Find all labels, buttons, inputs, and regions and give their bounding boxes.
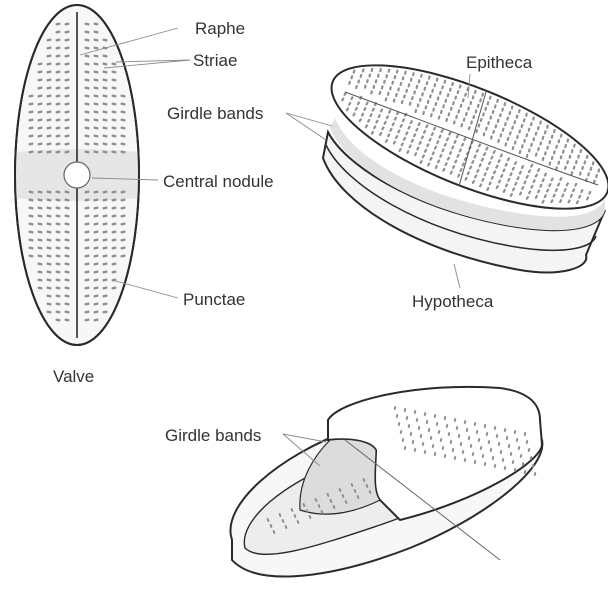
open-valve-figure	[230, 387, 542, 577]
girdle-top-leader-2	[286, 113, 326, 140]
hypotheca-leader	[454, 264, 460, 288]
girdle-bottom-leader-1	[283, 434, 326, 442]
valve-figure	[15, 5, 139, 345]
epitheca-label: Epitheca	[466, 53, 533, 72]
punctae-label: Punctae	[183, 290, 245, 309]
raphe-label: Raphe	[195, 19, 245, 38]
striae-label: Striae	[193, 51, 237, 70]
central-nodule-marker	[64, 162, 90, 188]
girdle-bands-bottom-label: Girdle bands	[165, 426, 261, 445]
frustule-figure	[314, 36, 608, 272]
girdle-bands-top-label: Girdle bands	[167, 104, 263, 123]
valve-label: Valve	[53, 367, 94, 386]
puncta-dash	[534, 472, 537, 476]
hypotheca-label: Hypotheca	[412, 292, 494, 311]
girdle-top-leader-1	[286, 113, 332, 126]
central-nodule-label: Central nodule	[163, 172, 274, 191]
